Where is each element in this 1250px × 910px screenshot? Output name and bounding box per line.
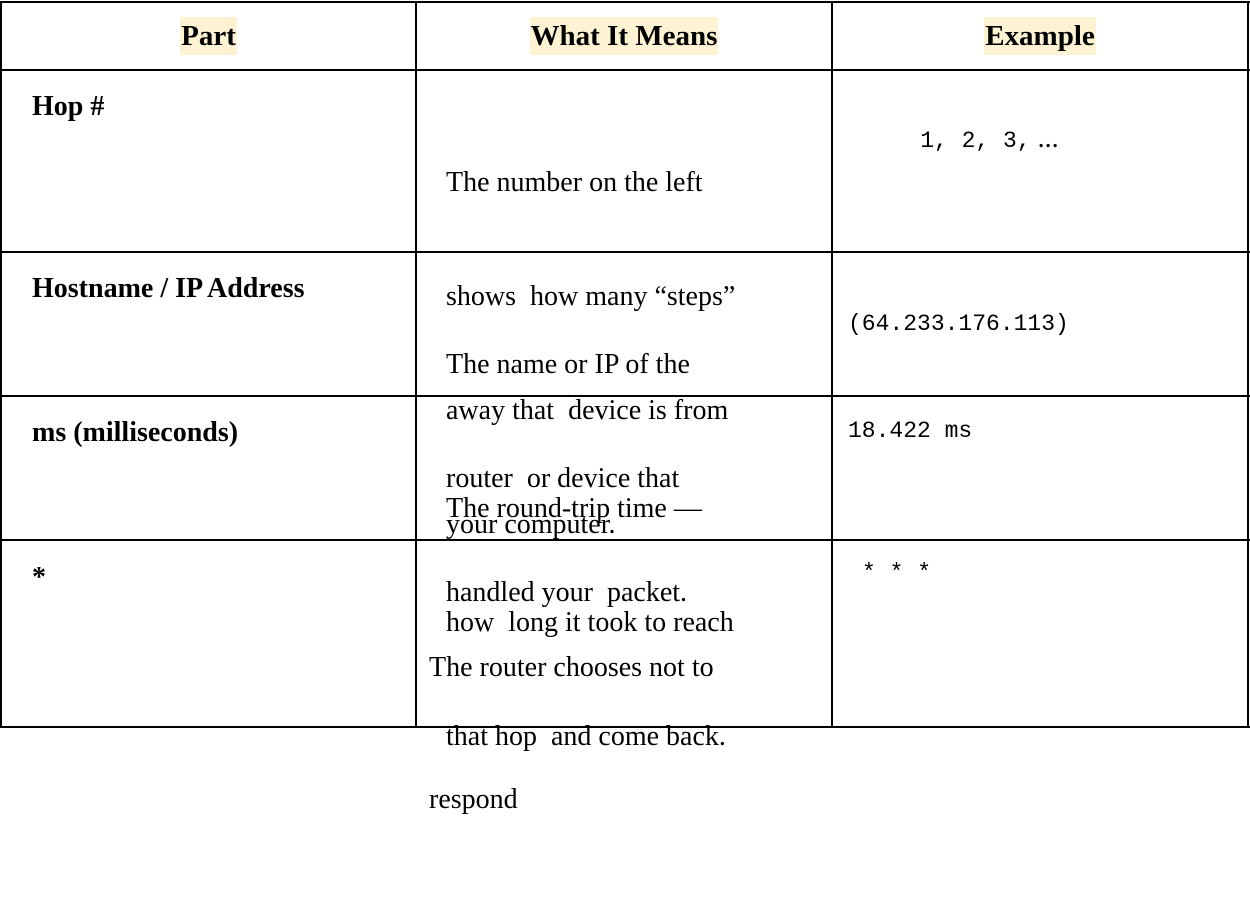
meaning-line: The round-trip time — [446, 493, 702, 524]
meaning-line: shows how many “steps” [446, 281, 736, 312]
row-meaning-hop: The number on the left shows how many “s… [446, 88, 831, 620]
row-meaning-asterisk: The router chooses not to respond [429, 558, 829, 910]
row-example-asterisk: * * * [862, 560, 932, 586]
row-example-hop: 1, 2, 3, ... [865, 94, 1245, 186]
example-ellipsis: ... [1030, 123, 1059, 154]
meaning-line: The number on the left [446, 167, 703, 198]
meaning-line: router or device that [446, 463, 680, 494]
meaning-line: The router chooses not to [429, 652, 714, 683]
meaning-line: respond [429, 784, 518, 815]
column-divider [415, 1, 417, 728]
meaning-line: handled your packet. [446, 577, 688, 608]
row-meaning-hostname: The name or IP of the router or device t… [446, 270, 831, 688]
row-example-ms: 18.422 ms [848, 418, 973, 444]
row-example-hostname: (64.233.176.113) [848, 311, 1069, 337]
meaning-line: how long it took to reach [446, 607, 734, 638]
header-part: Part [180, 17, 237, 55]
meaning-line: The name or IP of the [446, 349, 690, 380]
header-cell-part: Part [2, 3, 415, 69]
meaning-line: away that device is from [446, 395, 729, 426]
row-divider [0, 395, 1250, 397]
table-border-right [1247, 1, 1249, 728]
column-divider [831, 1, 833, 728]
table-border-top [0, 1, 1250, 3]
row-part-hop: Hop # [32, 91, 105, 122]
header-cell-example: Example [833, 3, 1247, 69]
meaning-line: your computer. [446, 509, 616, 540]
row-part-hostname: Hostname / IP Address [32, 273, 305, 304]
example-code: 1, 2, 3, [920, 128, 1031, 154]
table-border-left [0, 1, 2, 728]
row-divider [0, 539, 1250, 541]
header-meaning: What It Means [529, 17, 719, 55]
header-divider [0, 69, 1250, 71]
table-border-bottom [0, 726, 1250, 728]
header-example: Example [984, 17, 1096, 55]
header-cell-meaning: What It Means [417, 3, 831, 69]
row-divider [0, 251, 1250, 253]
reference-table: Part What It Means Example Hop # The num… [0, 1, 1250, 815]
row-part-ms: ms (milliseconds) [32, 417, 239, 448]
row-part-asterisk: * [32, 562, 46, 593]
